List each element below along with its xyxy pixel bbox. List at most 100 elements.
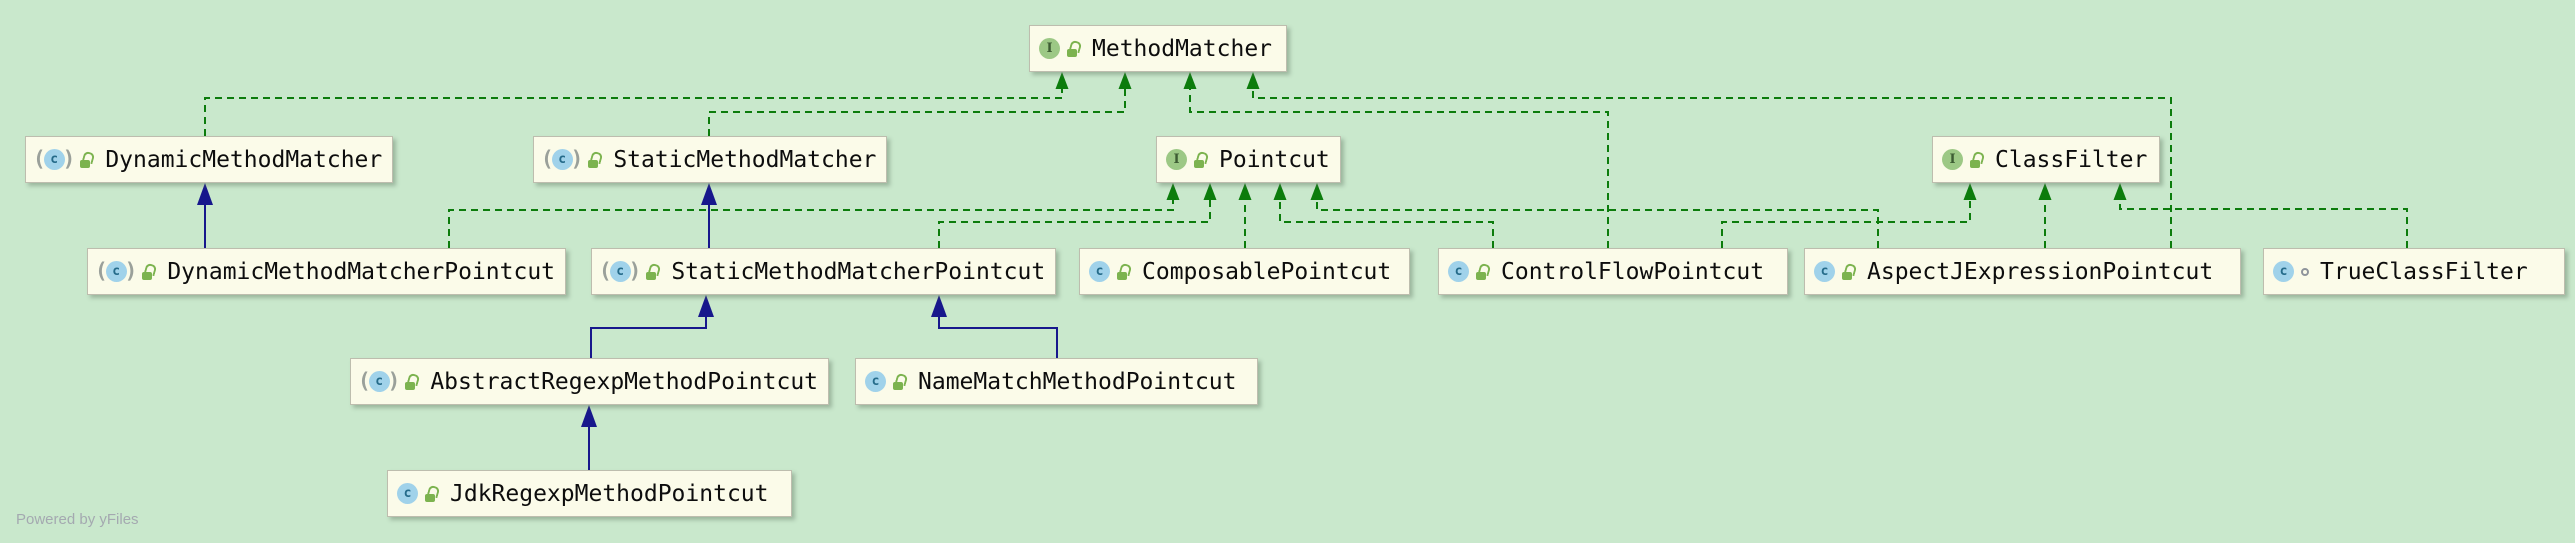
- arrowhead-extends-icon: [197, 183, 213, 205]
- node-DynamicMethodMatcherPointcut[interactable]: (c) DynamicMethodMatcherPointcut: [87, 248, 567, 295]
- node-JdkRegexpMethodPointcut[interactable]: c JdkRegexpMethodPointcut: [387, 470, 792, 517]
- class-icon: c: [1448, 261, 1469, 282]
- public-lock-icon: [425, 486, 439, 502]
- interface-circle-icon: I: [1039, 38, 1060, 59]
- abstract-class-icon: (c): [599, 259, 642, 283]
- edge-AbstractRegexpMethodPointcut-extends-StaticMethodMatcherPointcut: [590, 317, 707, 358]
- package-private-icon: [2301, 267, 2309, 276]
- public-lock-icon: [646, 264, 660, 280]
- node-AbstractRegexpMethodPointcut[interactable]: (c)AbstractRegexpMethodPointcut: [350, 358, 830, 405]
- abstract-marker: ): [124, 259, 138, 283]
- public-lock-icon: [142, 264, 156, 280]
- arrowhead-implements-icon: [1055, 72, 1069, 89]
- abstract-marker: (: [358, 369, 371, 393]
- edge-StaticMethodMatcher-implements-MethodMatcher: [708, 89, 1126, 136]
- node-Pointcut[interactable]: I Pointcut: [1156, 136, 1341, 183]
- class-circle-icon: c: [1448, 261, 1469, 282]
- arrowhead-implements-icon: [1246, 72, 1260, 89]
- node-label: ControlFlowPointcut: [1501, 258, 1765, 285]
- public-lock-icon: [588, 152, 602, 168]
- node-label: DynamicMethodMatcherPointcut: [167, 258, 556, 285]
- arrowhead-implements-icon: [1963, 183, 1977, 200]
- interface-icon: I: [1942, 149, 1963, 170]
- class-circle-icon: c: [865, 371, 886, 392]
- node-label: ComposablePointcut: [1142, 258, 1392, 285]
- arrowhead-implements-icon: [1273, 183, 1287, 200]
- edge-ControlFlowPointcut-implements-Pointcut: [1279, 200, 1494, 248]
- arrowhead-implements-icon: [1238, 183, 1252, 200]
- node-label: StaticMethodMatcherPointcut: [671, 258, 1046, 285]
- node-label: TrueClassFilter: [2320, 258, 2528, 285]
- class-icon: c: [1814, 261, 1835, 282]
- edge-StaticMethodMatcherPointcut-implements-Pointcut: [938, 200, 1211, 248]
- abstract-marker: ): [387, 369, 401, 393]
- arrowhead-extends-icon: [931, 295, 947, 317]
- node-ClassFilter[interactable]: I ClassFilter: [1932, 136, 2160, 183]
- abstract-marker: (: [541, 147, 554, 171]
- yfiles-watermark: Powered by yFiles: [16, 511, 139, 528]
- node-DynamicMethodMatcher[interactable]: (c) DynamicMethodMatcher: [25, 136, 394, 183]
- abstract-marker: (: [95, 259, 108, 283]
- class-circle-icon: c: [1814, 261, 1835, 282]
- node-label: NameMatchMethodPointcut: [918, 368, 1237, 395]
- arrowhead-implements-icon: [2113, 183, 2127, 200]
- abstract-marker: ): [62, 147, 76, 171]
- node-ControlFlowPointcut[interactable]: c ControlFlowPointcut: [1438, 248, 1788, 295]
- node-NameMatchMethodPointcut[interactable]: c NameMatchMethodPointcut: [855, 358, 1258, 405]
- edge-DynamicMethodMatcher-implements-MethodMatcher: [204, 89, 1063, 136]
- public-lock-icon: [80, 152, 94, 168]
- class-circle-icon: c: [609, 261, 631, 282]
- abstract-class-icon: (c): [358, 369, 401, 393]
- node-label: Pointcut: [1219, 146, 1330, 173]
- arrowhead-implements-icon: [1166, 183, 1180, 200]
- edge-TrueClassFilter-implements-ClassFilter: [2119, 200, 2408, 248]
- edge-ControlFlowPointcut-implements-ClassFilter: [1721, 200, 1971, 248]
- abstract-class-icon: (c): [33, 147, 76, 171]
- abstract-class-icon: (c): [95, 259, 138, 283]
- edge-AspectJExpressionPointcut-implements-Pointcut: [1316, 200, 1879, 248]
- class-circle-icon: c: [368, 371, 390, 392]
- interface-circle-icon: I: [1942, 149, 1963, 170]
- abstract-class-icon: (c): [541, 147, 584, 171]
- node-StaticMethodMatcherPointcut[interactable]: (c) StaticMethodMatcherPointcut: [591, 248, 1057, 295]
- node-label: ClassFilter: [1995, 146, 2148, 173]
- node-TrueClassFilter[interactable]: c TrueClassFilter: [2263, 248, 2565, 295]
- node-label: DynamicMethodMatcher: [105, 146, 383, 173]
- public-lock-icon: [405, 374, 419, 390]
- node-label: StaticMethodMatcher: [613, 146, 877, 173]
- class-icon: c: [1089, 261, 1110, 282]
- arrowhead-implements-icon: [2038, 183, 2052, 200]
- node-label: JdkRegexpMethodPointcut: [450, 480, 769, 507]
- node-label: MethodMatcher: [1092, 35, 1273, 62]
- interface-circle-icon: I: [1166, 149, 1187, 170]
- edge-NameMatchMethodPointcut-extends-StaticMethodMatcherPointcut: [938, 317, 1058, 358]
- edge-DynamicMethodMatcherPointcut-implements-Pointcut: [448, 200, 1174, 248]
- node-StaticMethodMatcher[interactable]: (c) StaticMethodMatcher: [533, 136, 888, 183]
- arrowhead-extends-icon: [698, 295, 714, 317]
- public-lock-icon: [1842, 264, 1856, 280]
- public-lock-icon: [1194, 152, 1208, 168]
- public-lock-icon: [1476, 264, 1490, 280]
- abstract-marker: ): [570, 147, 584, 171]
- arrowhead-extends-icon: [701, 183, 717, 205]
- abstract-marker: ): [628, 259, 642, 283]
- node-ComposablePointcut[interactable]: c ComposablePointcut: [1079, 248, 1410, 295]
- abstract-marker: (: [599, 259, 612, 283]
- class-icon: c: [397, 483, 418, 504]
- class-icon: c: [865, 371, 886, 392]
- class-circle-icon: c: [2273, 261, 2294, 282]
- public-lock-icon: [1067, 41, 1081, 57]
- arrowhead-implements-icon: [1310, 183, 1324, 200]
- public-lock-icon: [893, 374, 907, 390]
- node-MethodMatcher[interactable]: I MethodMatcher: [1029, 25, 1287, 72]
- arrowhead-implements-icon: [1118, 72, 1132, 89]
- arrowhead-implements-icon: [1203, 183, 1217, 200]
- interface-icon: I: [1166, 149, 1187, 170]
- arrowhead-implements-icon: [1183, 72, 1197, 89]
- arrowhead-extends-icon: [581, 405, 597, 427]
- public-lock-icon: [1117, 264, 1131, 280]
- edge-ControlFlowPointcut-implements-MethodMatcher: [1189, 89, 1609, 248]
